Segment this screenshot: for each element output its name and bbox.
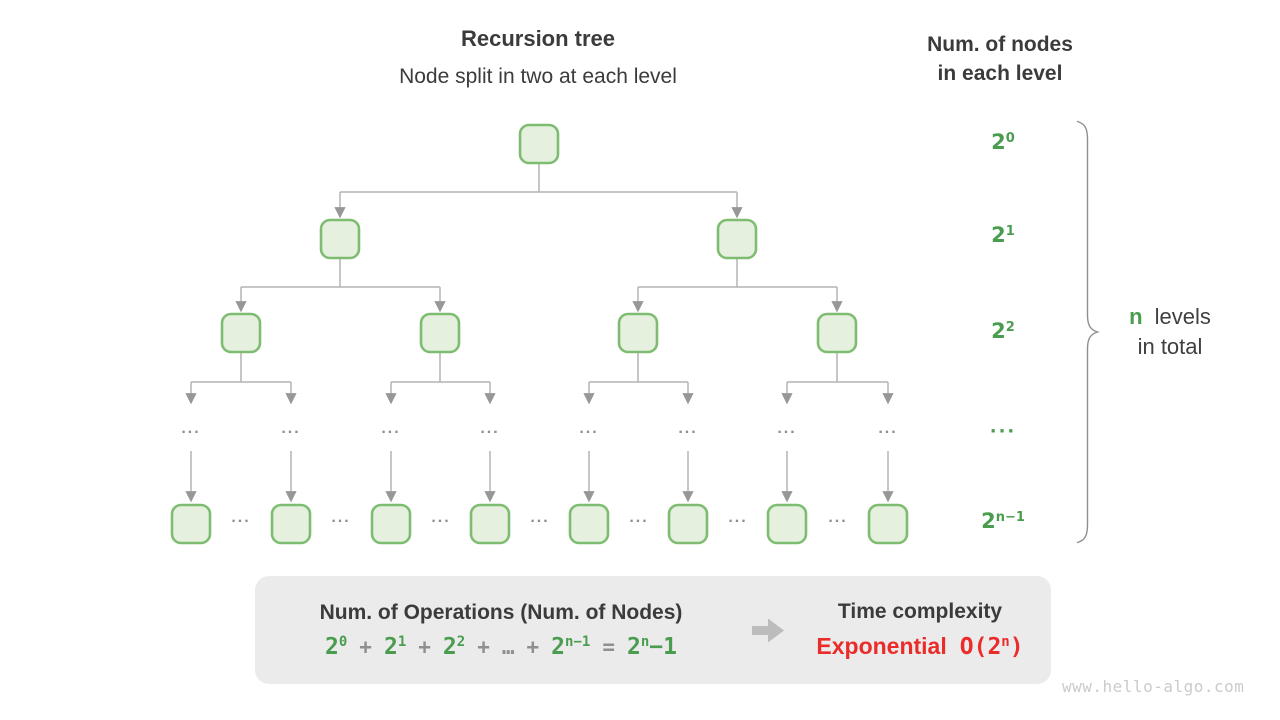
ellipsis: ...	[331, 509, 351, 526]
ellipsis-operator: …	[501, 634, 515, 659]
plus-operator: +	[477, 634, 490, 659]
ellipsis: ...	[777, 420, 797, 437]
level-count-base: 2	[981, 509, 996, 533]
tree-node	[220, 312, 262, 354]
ellipsis: ...	[181, 420, 201, 437]
level-count-ellipsis: ...	[989, 416, 1017, 438]
tree-edges	[185, 163, 894, 503]
power-term: 20	[325, 634, 347, 660]
nodes-per-level-heading-line1: Num. of nodes	[927, 33, 1073, 56]
power-term-result: 2n−1	[627, 634, 677, 660]
tree-node	[816, 312, 858, 354]
level-count-2-1: 21	[991, 223, 1015, 247]
tree-node	[419, 312, 461, 354]
power-term: 22	[443, 634, 465, 660]
levels-brace	[1076, 120, 1100, 544]
power-term: 2n−1	[551, 634, 590, 660]
term-exponent: 2	[456, 633, 466, 650]
level-count-base: 2	[991, 223, 1006, 247]
term-base: 2	[551, 633, 566, 660]
level-count-exponent: 0	[1005, 131, 1015, 146]
ellipsis: ...	[281, 420, 301, 437]
big-o-notation: O(2n)	[960, 634, 1024, 660]
tree-node	[617, 312, 659, 354]
operations-formula: 20 + 21 + 22 + … + 2n−1 = 2n−1	[255, 634, 747, 660]
term-exponent: n	[640, 633, 650, 650]
watermark: www.hello-algo.com	[1062, 677, 1245, 696]
plus-operator: +	[359, 634, 372, 659]
ellipsis: ...	[878, 420, 898, 437]
equals-operator: =	[602, 634, 615, 659]
complexity-heading: Time complexity	[837, 600, 1003, 623]
term-base: 2	[442, 633, 457, 660]
ellipsis: ...	[530, 509, 550, 526]
level-count-2-0: 20	[991, 130, 1015, 154]
term-exponent: 0	[338, 633, 348, 650]
tree-node	[270, 503, 312, 545]
term-base: 2	[626, 633, 641, 660]
tree-node	[518, 123, 560, 165]
plus-operator: +	[526, 634, 540, 659]
ellipsis: ...	[231, 509, 251, 526]
page-title: Recursion tree	[460, 26, 616, 51]
nodes-per-level-heading-line2: in each level	[937, 62, 1063, 85]
complexity-value: Exponential O(2n)	[789, 633, 1051, 660]
complexity-name: Exponential	[816, 633, 947, 659]
n-symbol: n	[1129, 304, 1143, 329]
ellipsis: ...	[431, 509, 451, 526]
right-arrow-icon	[747, 617, 789, 644]
big-o-close: )	[1009, 634, 1024, 660]
tree-node	[867, 503, 909, 545]
ellipsis: ...	[678, 420, 698, 437]
operations-column: Num. of Operations (Num. of Nodes) 20 + …	[255, 601, 747, 660]
big-o-open: O(2	[959, 634, 1002, 660]
term-base: 2	[383, 633, 398, 660]
power-term: 21	[384, 634, 406, 660]
term-tail: −1	[649, 633, 677, 660]
levels-total-line2: in total	[1137, 334, 1203, 359]
tree-node	[170, 503, 212, 545]
term-exponent: 1	[397, 633, 407, 650]
diagram-header: Recursion tree Node split in two at each…	[338, 26, 738, 89]
ellipsis: ...	[629, 509, 649, 526]
ellipsis: ...	[728, 509, 748, 526]
level-count-exponent: 2	[1005, 320, 1015, 335]
term-base: 2	[325, 633, 339, 660]
ellipsis: ...	[480, 420, 500, 437]
ellipsis: ...	[381, 420, 401, 437]
big-o-exponent: n	[1001, 634, 1010, 650]
tree-node	[716, 218, 758, 260]
tree-node	[568, 503, 610, 545]
tree-node	[370, 503, 412, 545]
operations-heading: Num. of Operations (Num. of Nodes)	[319, 600, 683, 624]
complexity-column: Time complexity Exponential O(2n)	[789, 600, 1051, 660]
level-count-exponent: 1	[1005, 224, 1015, 239]
level-count-2-n-1: 2n−1	[981, 509, 1025, 533]
summary-panel: Num. of Operations (Num. of Nodes) 20 + …	[255, 576, 1051, 684]
page-subtitle: Node split in two at each level	[399, 65, 677, 88]
level-count-base: 2	[991, 319, 1006, 343]
levels-word: levels	[1154, 304, 1211, 329]
level-count-base: 2	[991, 130, 1006, 154]
tree-node	[766, 503, 808, 545]
nodes-per-level-heading: Num. of nodes in each level	[880, 30, 1120, 88]
level-count-exponent: n−1	[995, 510, 1025, 525]
level-count-2-2: 22	[991, 319, 1015, 343]
plus-operator: +	[418, 634, 431, 659]
tree-nodes	[170, 123, 909, 545]
tree-node	[319, 218, 361, 260]
ellipsis: ...	[579, 420, 599, 437]
ellipsis: ...	[828, 509, 848, 526]
term-exponent: n−1	[565, 633, 591, 650]
tree-node	[667, 503, 709, 545]
tree-node	[469, 503, 511, 545]
